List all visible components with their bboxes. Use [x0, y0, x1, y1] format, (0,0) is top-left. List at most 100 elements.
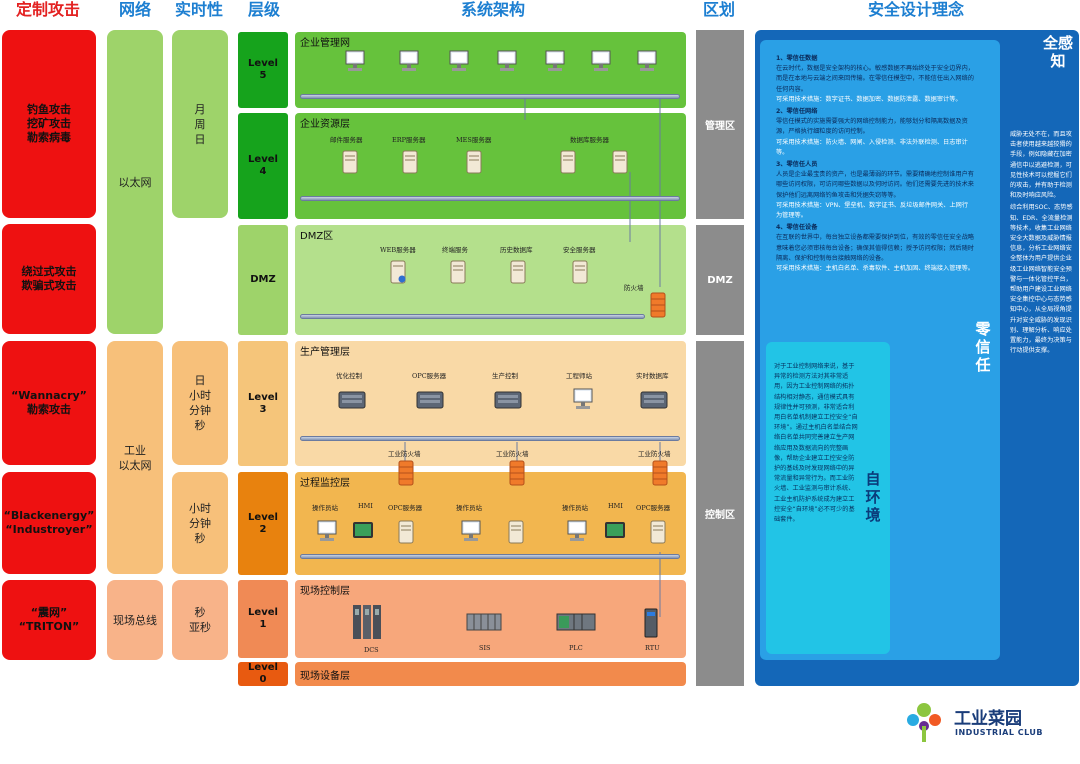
sis-icon — [466, 612, 502, 632]
zt-item-body: 在云时代，数据是安全架构的核心。敏感数据不再始终处于安全边界内，而是在本地与云端… — [776, 65, 974, 93]
plc-icon — [556, 612, 596, 632]
realtime-second-subsecond: 秒 亚秒 — [172, 580, 228, 660]
node-label: SIS — [479, 644, 491, 652]
node-label: WEB服务器 — [380, 246, 416, 254]
server-icon — [570, 260, 590, 284]
firewall-icon — [509, 460, 525, 486]
server-icon — [396, 520, 416, 544]
zt-item-title: 1、零信任数据 — [776, 55, 818, 62]
node-label: 工业防火墙 — [638, 450, 671, 458]
server-icon — [448, 260, 468, 284]
engineer-station-icon — [572, 388, 594, 412]
rack-server-icon — [338, 390, 366, 410]
header-level: 层级 — [247, 0, 280, 19]
node-label: 工业防火墙 — [388, 450, 421, 458]
node-label: 生产控制 — [492, 372, 518, 380]
zt-item-measure: 可采用技术措施：VPN、堡垒机、数字证书、反垃圾邮件网关、上网行为管理等。 — [776, 201, 969, 220]
server-icon — [558, 150, 578, 174]
server-icon — [508, 260, 528, 284]
server-icon — [340, 150, 360, 174]
logo-text-en: INDUSTRIAL CLUB — [955, 728, 1044, 737]
zone-dmz: DMZ — [696, 225, 744, 335]
header-architecture: 系统架构 — [460, 0, 525, 19]
zt-item-measure: 可采用技术措施：防火墙、网闸、入侵检测、非法外联检测、日志审计等。 — [776, 138, 968, 156]
pc-icon — [398, 50, 420, 74]
zero-trust-text: 1、零信任数据在云时代，数据是安全架构的核心。敏感数据不再始终处于安全边界内，而… — [776, 54, 974, 344]
network-bus — [300, 196, 680, 201]
node-label: RTU — [645, 644, 660, 652]
logo-icon — [902, 700, 946, 744]
realtime-hour-minute-second: 小时 分钟 秒 — [172, 472, 228, 574]
node-label: 操作员站 — [456, 504, 482, 512]
node-label: HMI — [608, 502, 623, 510]
network-ethernet: 以太网 — [107, 30, 163, 334]
level-1: Level 1 — [238, 580, 288, 658]
zt-item-title: 4、零信任设备 — [776, 224, 818, 232]
attack-box-blackenergy: “Blackenergy” “Industroyer” — [2, 472, 96, 574]
dcs-icon — [352, 604, 382, 640]
pc-icon — [496, 50, 518, 74]
node-label: 安全服务器 — [563, 246, 596, 254]
pc-icon — [344, 50, 366, 74]
network-fieldbus: 现场总线 — [107, 580, 163, 660]
level-5: Level 5 — [238, 32, 288, 108]
logo-text-cn: 工业菜园 — [954, 709, 1022, 729]
zone-control: 控制区 — [696, 341, 744, 686]
node-label: 终端服务 — [442, 246, 468, 254]
operator-station-icon — [316, 520, 338, 544]
level-4: Level 4 — [238, 113, 288, 219]
rack-server-icon — [416, 390, 444, 410]
operator-station-icon — [566, 520, 588, 544]
level-2: Level 2 — [238, 472, 288, 575]
realtime-day-hour-minute-second: 日 小时 分钟 秒 — [172, 341, 228, 465]
node-label: 操作员站 — [312, 504, 338, 512]
rack-server-icon — [640, 390, 668, 410]
node-label: MES服务器 — [456, 136, 492, 144]
node-label: OPC服务器 — [388, 504, 423, 512]
node-label: 邮件服务器 — [330, 136, 363, 144]
header-zone: 区划 — [702, 0, 735, 19]
node-label: DCS — [364, 646, 379, 654]
zt-item-measure: 可采用技术措施：数字证书、数据加密、数据防泄露、数据审计等。 — [776, 95, 962, 103]
level-0: Level 0 — [238, 662, 288, 686]
server-icon — [610, 150, 630, 174]
zone-management: 管理区 — [696, 30, 744, 219]
zt-item-body: 零信任模式的实施需要强大的网络控制能力，能够划分和隔离数据及资源，严格执行细粒度… — [776, 118, 968, 136]
pc-icon — [590, 50, 612, 74]
attack-box-phishing: 钓鱼攻击 挖矿攻击 勒索病毒 — [2, 30, 96, 218]
pc-icon — [448, 50, 470, 74]
full-perception-text: 威胁无处不在，而且攻击者使用越来越狡猾的手段，例如隐藏在加密通信中以逃避检测，可… — [1010, 130, 1074, 630]
node-label: 实时数据库 — [636, 372, 669, 380]
zt-item-title: 3、零信任人员 — [776, 161, 818, 169]
network-bus — [300, 314, 645, 319]
node-label: 工业防火墙 — [496, 450, 529, 458]
firewall-icon — [650, 292, 666, 318]
pc-icon — [636, 50, 658, 74]
zt-item-body: 在互联的世界中，每台独立设备都需要保护到位，有效的零信任安全战略意味着您必须审核… — [776, 234, 974, 262]
header-security: 安全设计理念 — [867, 0, 964, 19]
self-env-panel — [766, 342, 890, 654]
server-icon — [648, 520, 668, 544]
node-label: 优化控制 — [336, 372, 362, 380]
server-icon — [506, 520, 526, 544]
node-label: 防火墙 — [624, 284, 644, 292]
server-icon — [400, 150, 420, 174]
header-attack: 定制攻击 — [15, 0, 80, 19]
layer-title: 生产管理层 — [300, 347, 350, 358]
rack-server-icon — [494, 390, 522, 410]
node-label: 操作员站 — [562, 504, 588, 512]
node-label: OPC服务器 — [412, 372, 447, 380]
firewall-icon — [652, 460, 668, 486]
layer-title: 企业资源层 — [300, 119, 350, 130]
hmi-icon — [352, 520, 374, 544]
self-env-title: 自环境 — [865, 470, 881, 524]
level-3: Level 3 — [238, 341, 288, 466]
level-dmz: DMZ — [238, 225, 288, 335]
perception-item: 综合利用SOC、态势感知、EDR、全流量检测等技术，收集工业网络安全大数据及威胁… — [1010, 204, 1073, 355]
layer-field-device: 现场设备层 — [295, 662, 686, 686]
node-label: 数据库服务器 — [570, 136, 609, 144]
header-realtime: 实时性 — [174, 0, 223, 19]
node-label: 历史数据库 — [500, 246, 533, 254]
attack-box-stuxnet: “震网” “TRITON” — [2, 580, 96, 660]
self-env-text: 对于工业控制网络来说，基于异常的检测方法对其非常适用，因为工业控制网络的拓扑结构… — [774, 363, 858, 524]
